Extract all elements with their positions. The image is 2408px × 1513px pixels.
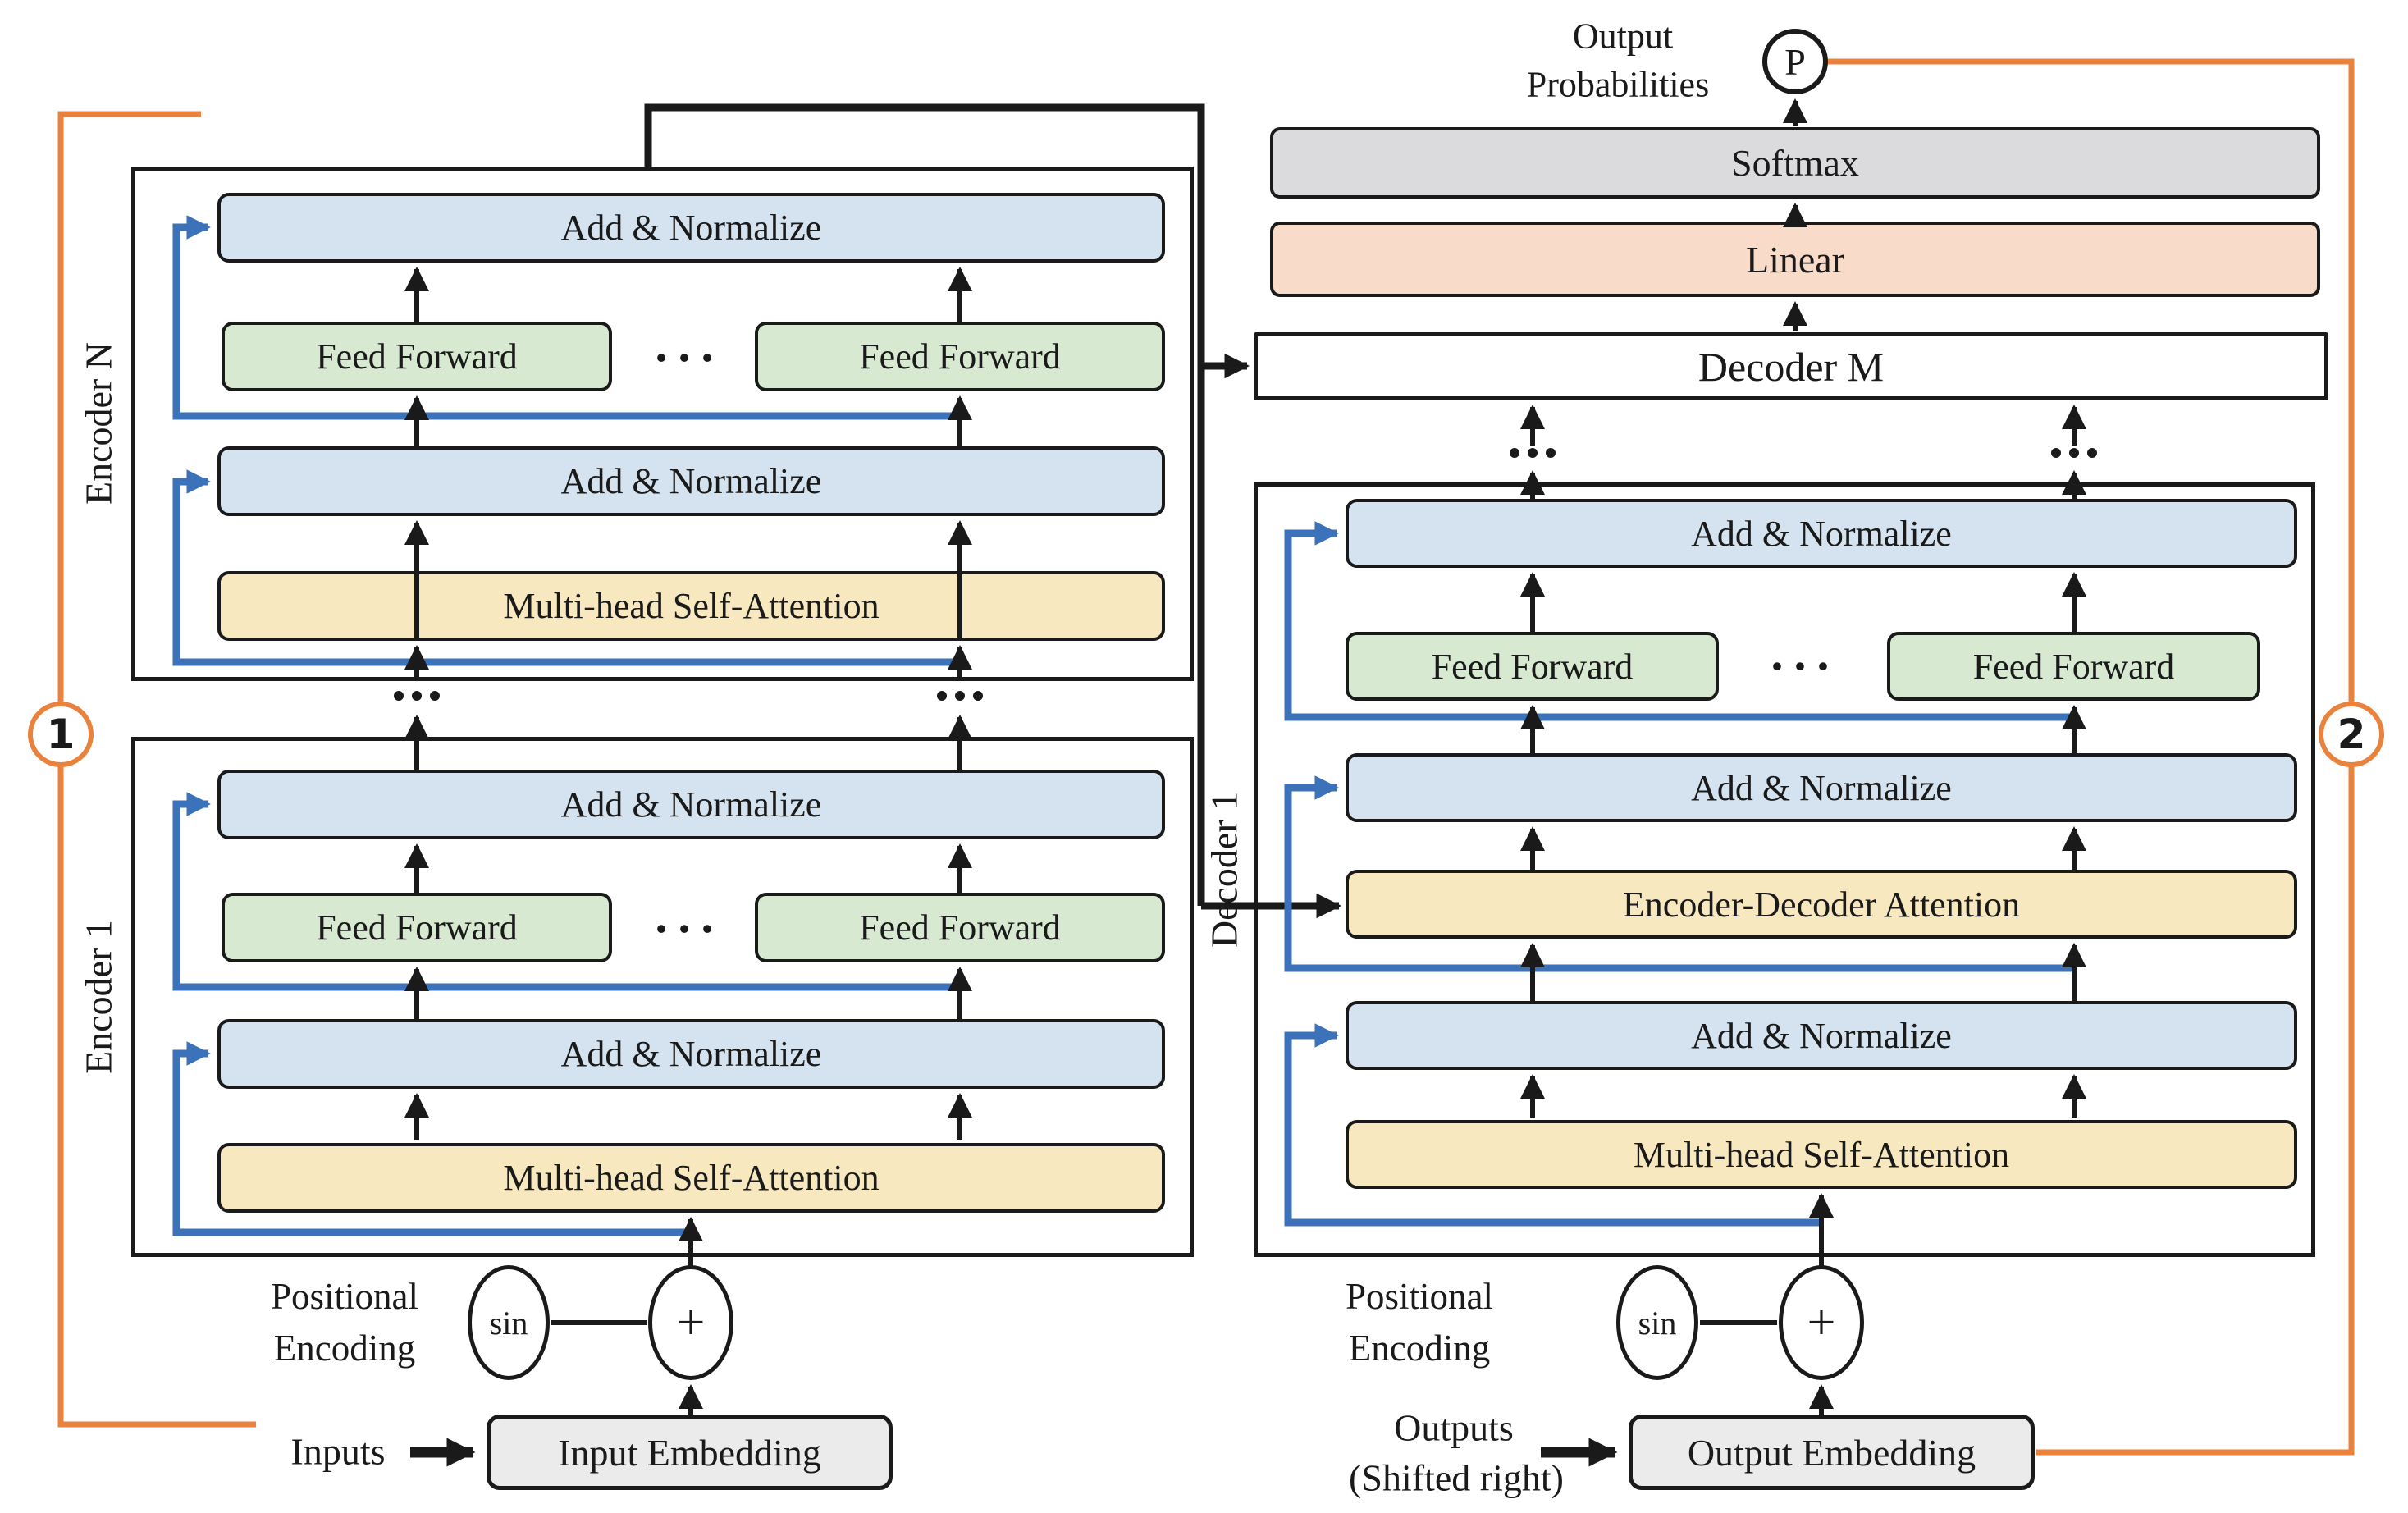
- dec-feed-forward-left: Feed Forward: [1346, 632, 1719, 701]
- stack-dot: [394, 691, 404, 701]
- stack-dot: [412, 691, 422, 701]
- input-embedding-label: Input Embedding: [558, 1431, 821, 1474]
- multi-head-self-attention-label: Multi-head Self-Attention: [503, 1158, 880, 1198]
- multi-head-self-attention-label: Multi-head Self-Attention: [503, 586, 880, 626]
- dec-sin-node: sin: [1616, 1265, 1698, 1380]
- linear-label: Linear: [1745, 238, 1845, 281]
- enc1-self-attention: Multi-head Self-Attention: [217, 1143, 1165, 1213]
- enc1-feed-forward-right: Feed Forward: [755, 893, 1165, 962]
- feed-forward-label: Feed Forward: [316, 907, 518, 948]
- step-1-label: 1: [46, 711, 75, 758]
- encn-ff-dots: ···: [652, 331, 723, 385]
- encoder-n-label: Encoder N: [77, 342, 120, 505]
- plus-label: +: [1807, 1294, 1836, 1351]
- encn-feed-forward-right: Feed Forward: [755, 322, 1165, 391]
- add-normalize-label: Add & Normalize: [1691, 513, 1952, 554]
- input-embedding-box: Input Embedding: [487, 1415, 893, 1490]
- encn-feed-forward-left: Feed Forward: [222, 322, 612, 391]
- encoder-decoder-attention-label: Encoder-Decoder Attention: [1622, 884, 2021, 925]
- dec-positional-label-line2: Encoding: [1348, 1328, 1491, 1369]
- linear-box: Linear: [1270, 222, 2320, 297]
- output-probabilities-line1: Output: [1572, 16, 1674, 57]
- enc-positional-label-line1: Positional: [270, 1276, 419, 1317]
- outputs-note-label: (Shifted right): [1349, 1456, 1564, 1499]
- add-normalize-label: Add & Normalize: [1691, 1015, 1952, 1056]
- step-2-marker: 2: [2319, 702, 2384, 767]
- dec-add-normalize-3: Add & Normalize: [1346, 499, 2297, 568]
- dec-add-normalize-2: Add & Normalize: [1346, 753, 2297, 822]
- enc-sum-node: +: [648, 1265, 733, 1380]
- encn-self-attention: Multi-head Self-Attention: [217, 571, 1165, 641]
- add-normalize-label: Add & Normalize: [560, 784, 822, 825]
- feed-forward-label: Feed Forward: [859, 336, 1061, 377]
- stack-dot: [955, 691, 965, 701]
- stack-dot: [2051, 448, 2061, 458]
- inputs-label: Inputs: [290, 1430, 386, 1473]
- encn-add-normalize-1: Add & Normalize: [217, 446, 1165, 516]
- stack-dot: [2087, 448, 2097, 458]
- dec-positional-label-line1: Positional: [1345, 1276, 1494, 1317]
- feed-forward-label: Feed Forward: [1972, 646, 2175, 687]
- decoder-m-label: Decoder M: [1697, 343, 1885, 390]
- stack-dot: [1546, 448, 1556, 458]
- add-normalize-label: Add & Normalize: [1691, 767, 1952, 808]
- step-1-marker: 1: [28, 702, 94, 767]
- dec-feed-forward-right: Feed Forward: [1887, 632, 2260, 701]
- dec-ff-dots: ···: [1768, 639, 1839, 693]
- plus-label: +: [676, 1294, 706, 1351]
- decoder-1-label: Decoder 1: [1203, 791, 1245, 948]
- step-2-label: 2: [2337, 711, 2366, 758]
- encoder-1-label: Encoder 1: [77, 920, 120, 1074]
- add-normalize-label: Add & Normalize: [560, 1034, 822, 1074]
- softmax-box: Softmax: [1270, 127, 2320, 199]
- output-probabilities-line2: Probabilities: [1526, 64, 1710, 105]
- enc1-ff-dots: ···: [652, 902, 723, 956]
- feed-forward-label: Feed Forward: [859, 907, 1061, 948]
- output-embedding-box: Output Embedding: [1629, 1415, 2035, 1490]
- multi-head-self-attention-label: Multi-head Self-Attention: [1633, 1134, 2010, 1175]
- sin-label: sin: [489, 1304, 528, 1342]
- stack-dot: [430, 691, 440, 701]
- p-label: P: [1784, 40, 1806, 83]
- stack-dot: [1510, 448, 1519, 458]
- dec-encoder-decoder-attention: Encoder-Decoder Attention: [1346, 870, 2297, 939]
- stack-dot: [2069, 448, 2079, 458]
- stack-dot: [937, 691, 947, 701]
- stack-dot: [973, 691, 983, 701]
- outputs-label: Outputs: [1394, 1406, 1514, 1449]
- stack-dot: [1528, 448, 1538, 458]
- dec-self-attention: Multi-head Self-Attention: [1346, 1120, 2297, 1189]
- sin-label: sin: [1638, 1304, 1677, 1342]
- dec-add-normalize-1: Add & Normalize: [1346, 1001, 2297, 1070]
- enc1-add-normalize-1: Add & Normalize: [217, 1019, 1165, 1089]
- add-normalize-label: Add & Normalize: [560, 208, 822, 248]
- enc1-feed-forward-left: Feed Forward: [222, 893, 612, 962]
- encn-add-normalize-2: Add & Normalize: [217, 193, 1165, 263]
- decoder-m-box: Decoder M: [1254, 332, 2328, 400]
- enc-sin-node: sin: [468, 1265, 550, 1380]
- enc1-add-normalize-2: Add & Normalize: [217, 770, 1165, 839]
- softmax-label: Softmax: [1731, 142, 1859, 184]
- enc-positional-label-line2: Encoding: [273, 1328, 416, 1369]
- output-probability-node: P: [1762, 29, 1828, 94]
- output-embedding-label: Output Embedding: [1687, 1431, 1976, 1474]
- feed-forward-label: Feed Forward: [316, 336, 518, 377]
- feed-forward-label: Feed Forward: [1431, 646, 1634, 687]
- dec-sum-node: +: [1779, 1265, 1864, 1380]
- add-normalize-label: Add & Normalize: [560, 461, 822, 501]
